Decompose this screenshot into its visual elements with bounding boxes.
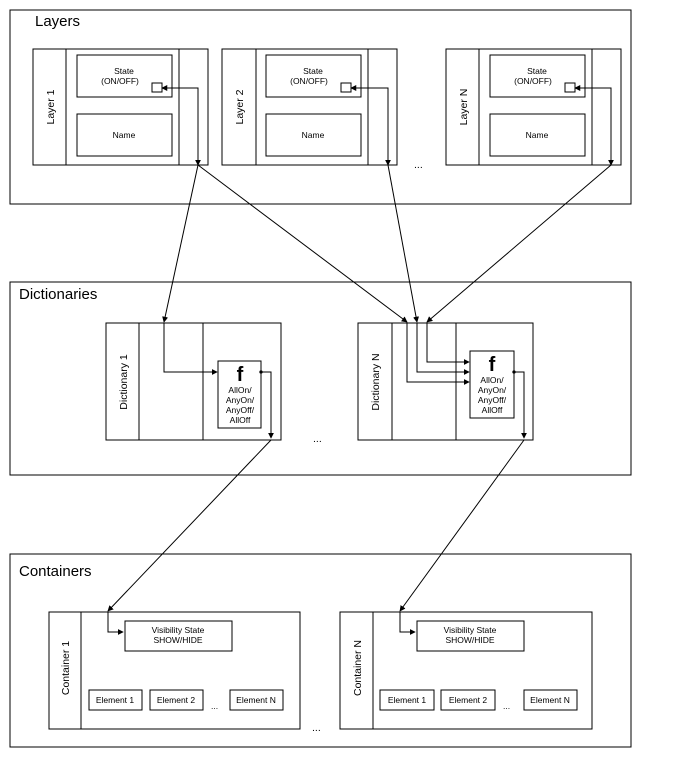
name-label: Name	[526, 130, 549, 140]
function-box	[217, 360, 262, 429]
layer-card[interactable]: Layer N State (ON/OFF) Name	[445, 48, 622, 166]
connector-layern-dictn	[426, 164, 612, 323]
visibility-state-value: SHOW/HIDE	[445, 635, 494, 645]
function-option: AllOff	[482, 405, 503, 415]
function-box	[469, 350, 515, 419]
dictionaries-group-frame	[9, 281, 632, 476]
dictionary-name: Dictionary 1	[118, 354, 130, 410]
element-label: Element N	[530, 695, 570, 705]
containers-ellipsis: ...	[312, 722, 321, 734]
layer-2-state-wire	[350, 85, 391, 166]
dictionary-card[interactable]: Dictionary 1 f AllOn/ AnyOn/ AnyOff/ All…	[105, 322, 282, 441]
element-box[interactable]	[440, 689, 496, 711]
state-value-label: (ON/OFF)	[514, 76, 552, 86]
dictn-output-wire	[512, 370, 527, 439]
state-label: State	[303, 66, 323, 76]
dictn-input-wire	[406, 323, 470, 385]
function-symbol: f	[489, 354, 496, 376]
function-symbol: f	[237, 364, 244, 386]
element-label: Element 1	[96, 695, 135, 705]
dictn-input-wire	[426, 323, 470, 365]
name-box	[489, 113, 586, 157]
name-label: Name	[302, 130, 325, 140]
element-label: Element 1	[388, 695, 427, 705]
element-box[interactable]	[149, 689, 204, 711]
dict1-input-wire	[163, 323, 218, 375]
layers-ellipsis: ...	[414, 159, 423, 171]
layer-card[interactable]: Layer 2 State (ON/OFF) Name	[221, 48, 398, 166]
element-box[interactable]	[379, 689, 435, 711]
state-label: State	[114, 66, 134, 76]
state-label: State	[527, 66, 547, 76]
element-label: Element N	[236, 695, 276, 705]
state-port[interactable]	[151, 82, 163, 93]
visibility-state-box	[124, 620, 233, 652]
state-port[interactable]	[564, 82, 576, 93]
function-option: AnyOn/	[478, 385, 507, 395]
state-value-label: (ON/OFF)	[290, 76, 328, 86]
visibility-state-value: SHOW/HIDE	[153, 635, 202, 645]
visibility-state-box	[416, 620, 525, 652]
element-box[interactable]	[229, 689, 284, 711]
function-option: AllOff	[230, 415, 251, 425]
container-name: Container N	[352, 640, 364, 696]
container-name: Container 1	[60, 641, 72, 695]
dictionary-name: Dictionary N	[370, 353, 382, 410]
layer-n-state-wire	[574, 85, 614, 166]
visibility-state-label: Visibility State	[444, 625, 497, 635]
layer-name: Layer N	[458, 89, 470, 126]
dictionaries-group: Dictionaries Dictionary 1 f AllOn/ AnyOn…	[9, 281, 632, 476]
layer-1-state-wire	[161, 85, 201, 166]
element-label: Element 2	[157, 695, 196, 705]
function-option: AnyOff/	[478, 395, 507, 405]
function-option: AnyOn/	[226, 395, 255, 405]
state-port[interactable]	[340, 82, 352, 93]
containers-group: Containers Container 1 Visibility State …	[9, 553, 632, 748]
container-card[interactable]: Container N Visibility State SHOW/HIDE E…	[339, 611, 593, 730]
layer-card[interactable]: Layer 1 State (ON/OFF) Name	[32, 48, 209, 166]
container-card[interactable]: Container 1 Visibility State SHOW/HIDE E…	[48, 611, 301, 730]
dictionary-card[interactable]: Dictionary N f AllOn/ AnyOn/ AnyOff/ All…	[357, 322, 534, 441]
connector-layer2-dictn	[387, 164, 419, 323]
element-box[interactable]	[523, 689, 578, 711]
element-label: Element 2	[449, 695, 488, 705]
layers-group-title: Layers	[35, 13, 80, 30]
visibility-state-label: Visibility State	[152, 625, 205, 635]
connector-dictn-containern	[399, 439, 525, 612]
element-box[interactable]	[88, 689, 143, 711]
connectors	[107, 85, 614, 635]
connector-dict1-container1	[107, 439, 272, 612]
containers-group-title: Containers	[19, 563, 92, 580]
connector-layer1-dict1	[162, 164, 199, 323]
state-value-label: (ON/OFF)	[101, 76, 139, 86]
connector-layer1-dictn	[197, 164, 408, 323]
container1-visibility-wire	[107, 612, 124, 635]
name-box	[76, 113, 173, 157]
dictionaries-group-title: Dictionaries	[19, 286, 97, 303]
function-option: AnyOff/	[226, 405, 255, 415]
dictionaries-ellipsis: ...	[313, 433, 322, 445]
dict1-output-wire	[259, 370, 274, 439]
name-label: Name	[113, 130, 136, 140]
elements-ellipsis: ...	[503, 701, 510, 711]
function-option: AllOn/	[480, 375, 504, 385]
dictn-input-wire	[416, 323, 470, 375]
layer-name: Layer 2	[234, 89, 246, 124]
containern-visibility-wire	[399, 612, 416, 635]
function-option: AllOn/	[228, 385, 252, 395]
layers-group: Layers Layer 1 State (ON/OFF) Name Layer…	[9, 9, 632, 205]
layer-name: Layer 1	[45, 89, 57, 124]
elements-ellipsis: ...	[211, 701, 218, 711]
